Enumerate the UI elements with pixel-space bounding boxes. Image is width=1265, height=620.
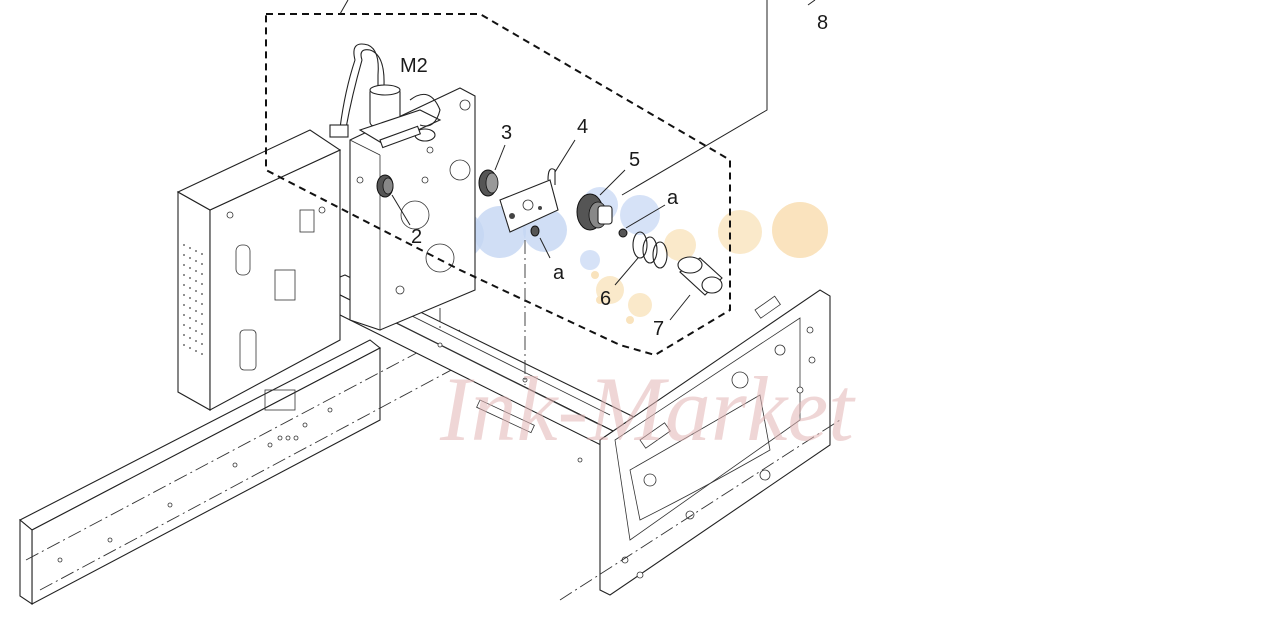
- right-frame-panel: [559, 289, 841, 601]
- bracket-4: [499, 139, 576, 233]
- callout-4: 4: [577, 116, 588, 138]
- group-leaders: [339, 0, 816, 196]
- gear-2: [376, 174, 411, 226]
- callout-7: 7: [653, 318, 664, 340]
- callout-m2: M2: [400, 55, 428, 77]
- left-frame-panel: [176, 129, 342, 411]
- watermark-dots: [436, 187, 828, 324]
- bushing-7: [669, 256, 723, 321]
- watermark-text: Ink-Market: [439, 358, 856, 460]
- callout-a-upper: a: [667, 187, 679, 209]
- callout-2: 2: [411, 226, 422, 248]
- screw-a-upper: [618, 204, 666, 238]
- gear-5: [576, 169, 626, 231]
- gear-3: [478, 144, 506, 197]
- callout-labels: M2 2 3 4 5 a a 6 7 8: [400, 12, 828, 340]
- callout-a-lower: a: [553, 262, 565, 284]
- callout-6: 6: [600, 288, 611, 310]
- callout-3: 3: [501, 122, 512, 144]
- screw-a-lower: [524, 225, 551, 385]
- spring-6: [614, 231, 668, 286]
- gear-bracket-plate: [349, 87, 476, 331]
- vent-grid: [183, 244, 203, 355]
- callout-5: 5: [629, 149, 640, 171]
- motor-m2: [329, 43, 442, 149]
- callout-8: 8: [817, 12, 828, 34]
- bottom-rail: [19, 329, 471, 606]
